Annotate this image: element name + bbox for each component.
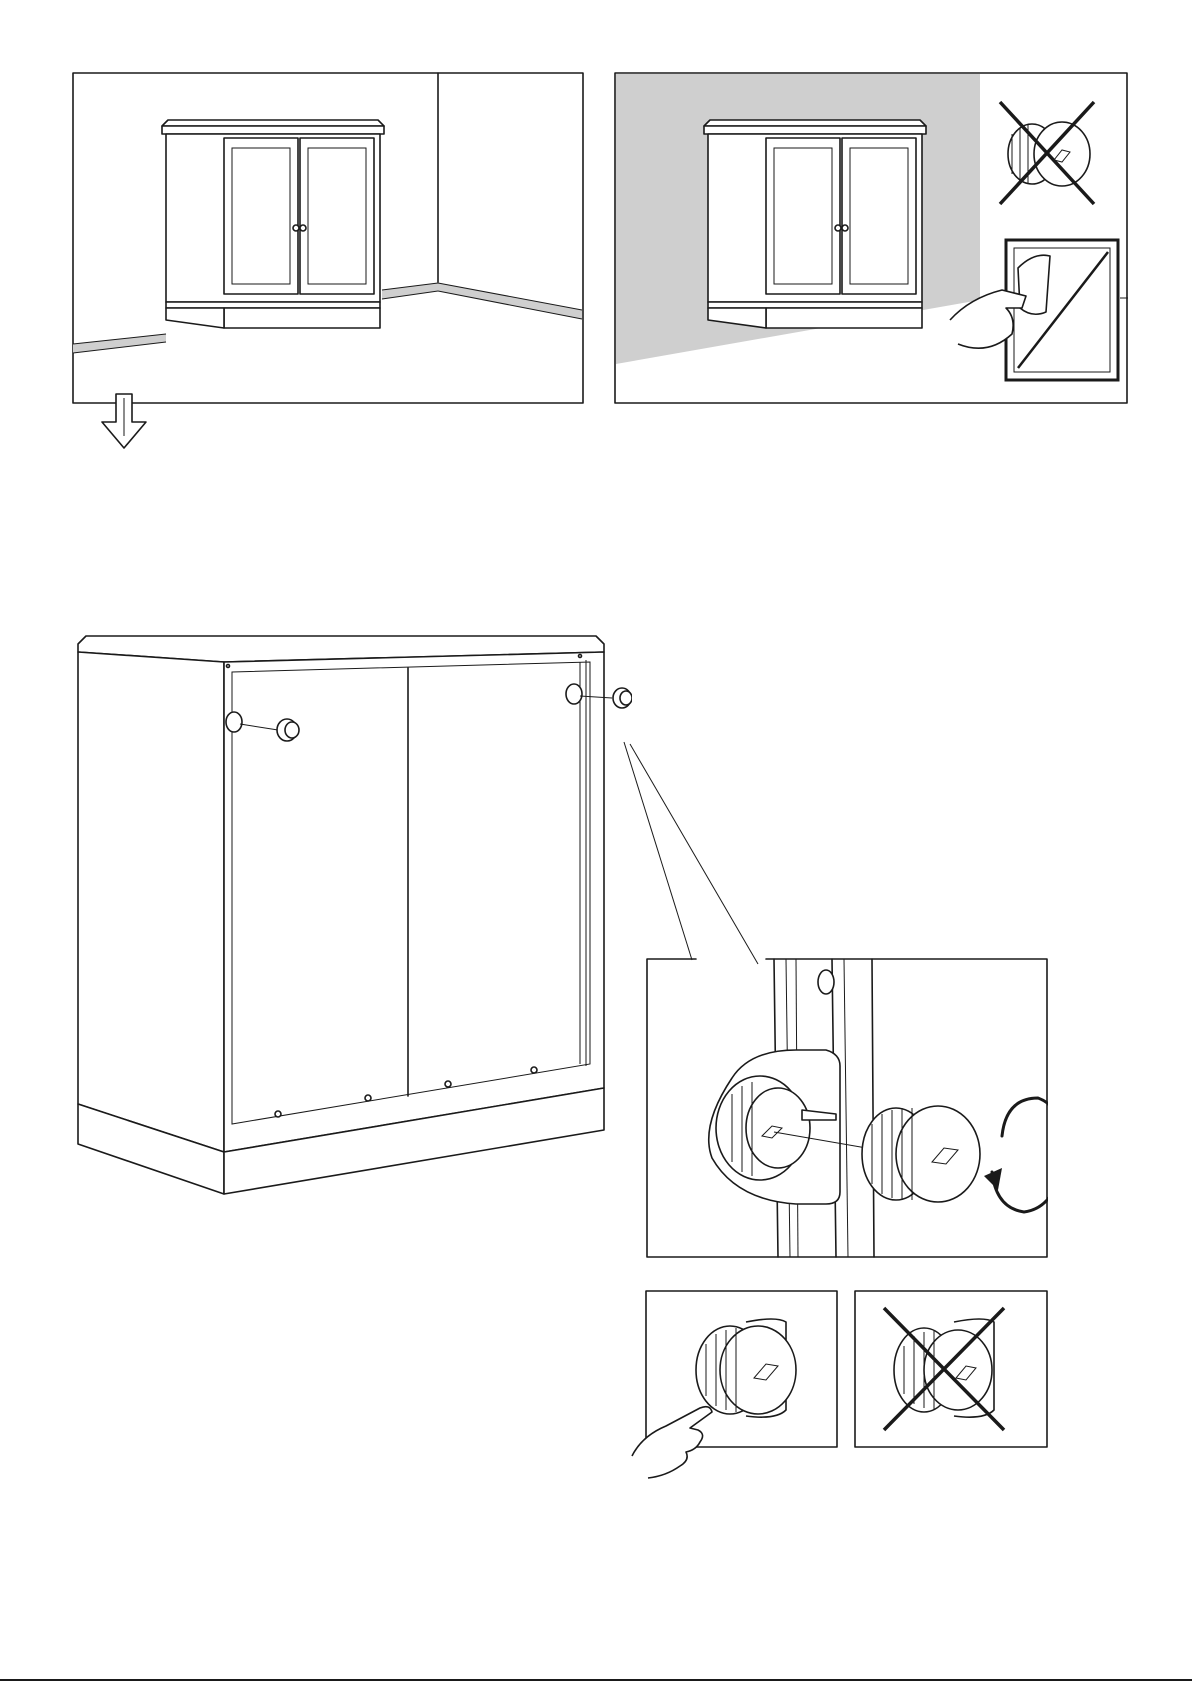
down-arrow-icon	[96, 392, 152, 452]
panel-cabinet-corner	[72, 72, 584, 404]
panel-bumper-detail	[646, 958, 1048, 1258]
panel-wrong-bumper	[854, 1290, 1048, 1450]
panel-press-bumper	[626, 1290, 838, 1480]
panel-cabinet-wall	[614, 72, 1128, 404]
press-finger-icon	[632, 1407, 712, 1478]
bumper-knob	[862, 1106, 980, 1202]
cabinet-drawing	[162, 120, 384, 328]
rotate-clockwise-icon	[984, 1098, 1048, 1212]
wall-bumper-prohibited-icon	[1000, 102, 1094, 204]
zoom-lines	[620, 740, 770, 968]
cabinet-back-view	[72, 626, 632, 1200]
cabinet-back-drawing	[78, 636, 604, 1194]
page-bottom-rule	[0, 1679, 1192, 1681]
cabinet-drawing	[704, 120, 926, 328]
